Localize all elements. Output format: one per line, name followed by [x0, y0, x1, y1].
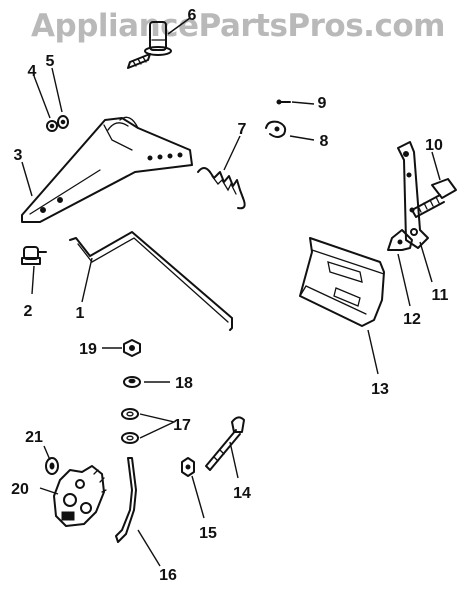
callout-5: 5 — [46, 53, 55, 70]
callout-16: 16 — [159, 567, 177, 584]
part-1-rod — [69, 231, 233, 331]
part-9-pin — [276, 99, 291, 105]
callout-9: 9 — [318, 95, 327, 112]
part-13-plate — [299, 237, 385, 327]
callout-12: 12 — [403, 311, 421, 328]
part-15-nut — [181, 457, 195, 477]
part-2-screw — [21, 246, 47, 265]
callout-14: 14 — [233, 485, 251, 502]
part-19-nut — [123, 339, 141, 357]
part-7-spring — [197, 167, 246, 210]
callout-15: 15 — [199, 525, 217, 542]
callout-6: 6 — [188, 7, 197, 24]
callout-4: 4 — [28, 63, 37, 80]
callout-18: 18 — [175, 375, 193, 392]
callouts: 1 2 3 4 5 6 7 8 9 10 11 12 13 14 15 16 1… — [11, 7, 448, 584]
callout-7: 7 — [238, 121, 247, 138]
part-5-washer — [57, 115, 69, 129]
part-14-screw — [205, 416, 245, 471]
callout-3: 3 — [14, 147, 23, 164]
part-12-link — [387, 229, 413, 251]
part-3-lever — [21, 116, 193, 223]
part-21-washer — [45, 457, 59, 475]
callout-13: 13 — [371, 381, 389, 398]
callout-19: 19 — [79, 341, 97, 358]
part-8-clip — [265, 120, 287, 138]
callout-20: 20 — [11, 481, 29, 498]
part-20-gear-assembly — [53, 465, 107, 527]
part-16-link — [115, 457, 137, 543]
callout-2: 2 — [24, 303, 33, 320]
callout-10: 10 — [425, 137, 443, 154]
leader-lines — [21, 17, 441, 567]
part-17-washers — [121, 408, 139, 444]
part-18-washer — [123, 376, 141, 388]
part-6-screw — [127, 21, 172, 69]
part-4-nut — [46, 120, 58, 132]
part-11-bracket-arm — [397, 141, 429, 249]
watermark: AppliancePartsPros.com — [31, 8, 445, 44]
callout-1: 1 — [76, 305, 85, 322]
callout-8: 8 — [320, 133, 329, 150]
callout-21: 21 — [25, 429, 43, 446]
callout-11: 11 — [432, 287, 449, 304]
callout-17: 17 — [173, 417, 191, 434]
